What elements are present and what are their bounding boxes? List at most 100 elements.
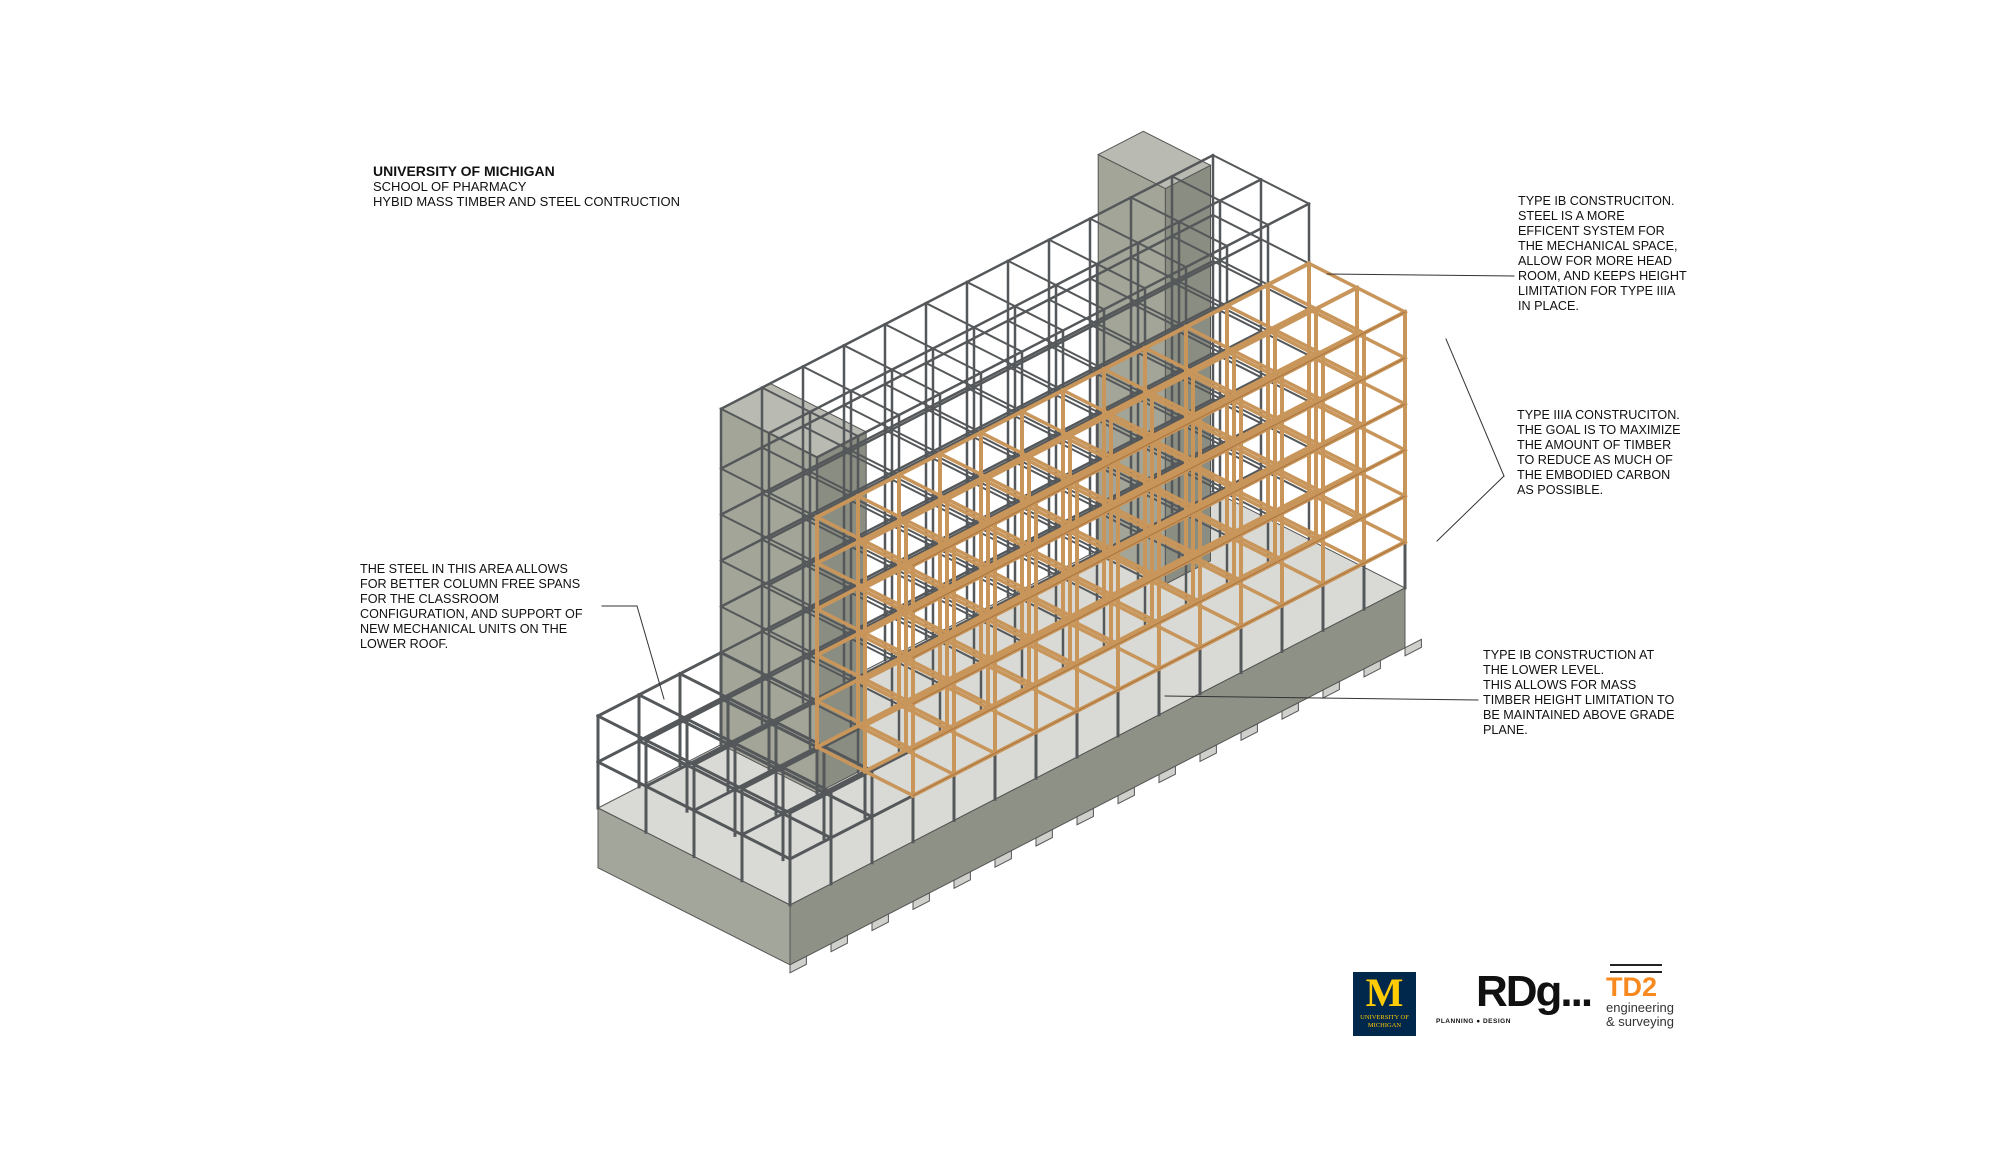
timber-beam [1306,491,1408,545]
steel-beam [924,301,1024,353]
steel-beam [595,696,724,765]
timber-beam [855,585,957,639]
umich-block-m: M [1365,972,1404,1015]
timber-beam [855,493,957,547]
steel-beam [1006,319,1106,371]
title-subject: HYBID MASS TIMBER AND STEEL CONTRUCTION [373,194,680,209]
steel-beam [1129,301,1229,354]
timber-beam [1019,639,1121,693]
timber-beam [814,606,916,660]
timber-beam [896,702,998,756]
steel-beam [739,723,868,791]
td2-line1: engineering [1606,1000,1674,1015]
steel-beam [1006,365,1106,417]
timber-beam [1224,303,1326,357]
timber-beam [1142,345,1244,399]
drawing-title-block: UNIVERSITY OF MICHIGAN SCHOOL OF PHARMAC… [373,164,680,210]
timber-beam [1265,328,1367,382]
steel-beam [760,386,860,438]
stair-core-east-top [1097,130,1212,190]
timber-beam [814,560,916,614]
timber-beam [1224,349,1326,403]
timber-beam-edge [912,495,1406,751]
steel-beam [719,559,819,611]
timber-beam [1183,416,1285,470]
timber-beam [896,564,998,618]
steel-beam [842,344,942,396]
steel-beam [801,365,901,417]
footing [789,955,807,974]
steel-beam [1129,196,1229,248]
timber-beam [1142,529,1244,583]
steel-beam [883,382,983,434]
timber-beam [937,589,1039,643]
steel-beam [691,699,820,767]
steel-beam [1170,280,1270,332]
timber-beam [896,656,998,710]
timber-beam [937,635,1039,689]
timber-beam [1183,508,1285,562]
timber-beam [1265,282,1367,336]
steel-beam [760,676,860,728]
leader-steel-classroom-diag [636,605,665,700]
timber-beam [937,451,1039,505]
steel-beam [643,720,772,789]
footing [1404,638,1422,657]
timber-beam-edge [912,357,1406,613]
timber-beam-edge [912,541,1406,797]
timber-beam [1306,307,1408,361]
steel-beam [760,538,860,590]
td2-bars [1610,964,1662,973]
timber-beam [896,472,998,526]
timber-beam [1183,554,1285,608]
timber-beam [1265,512,1367,566]
timber-beam [1019,547,1121,601]
footing [1158,765,1176,784]
timber-beam [896,518,998,572]
base-wall-left [597,807,791,966]
timber-beam [1101,366,1203,421]
timber-beam [1142,483,1244,537]
timber-beam [814,698,916,752]
timber-beam [1265,466,1367,520]
footing [871,913,889,932]
timber-beam [1306,445,1408,499]
timber-beam [1019,409,1121,463]
umich-wordmark: UNIVERSITY OF MICHIGAN [1360,1014,1409,1029]
timber-beam [1183,324,1285,378]
timber-beam [1101,458,1203,513]
steel-beam [636,738,834,840]
td2-line2: & surveying [1606,1014,1674,1029]
timber-beam-edge [912,403,1406,659]
leader-steel-mechanical [1326,273,1515,277]
steel-beam [691,745,820,813]
td2-logo: TD2 engineering & surveying [1606,964,1686,1029]
note-timber: TYPE IIIA CONSTRUCITON. THE GOAL IS TO M… [1517,408,1681,497]
steel-beam [1211,259,1311,311]
steel-beam [965,386,1065,438]
footing [1199,744,1217,763]
timber-beam [1183,462,1285,516]
steel-beam [1170,174,1270,227]
steel-beam [787,793,916,862]
footing [1076,807,1094,826]
steel-beam [643,674,772,743]
footing [830,934,848,953]
steel-beam [842,449,942,502]
steel-beam [1047,238,1147,290]
steel-beam [801,470,901,523]
rdg-logo: RDg... PLANNING ● DESIGN [1436,970,1596,1036]
note-lower-level: TYPE IB CONSTRUCTION AT THE LOWER LEVEL.… [1483,648,1675,737]
timber-beam [937,681,1039,735]
steel-beam [739,769,868,837]
timber-beam [1060,571,1162,626]
steel-beam [1129,255,1229,308]
timber-beam [1306,399,1408,453]
steel-beam [719,513,819,565]
timber-beam [1142,575,1244,629]
steel-beam [1088,323,1188,375]
steel-beam [883,428,983,480]
timber-beam [1060,479,1162,534]
steel-beam [636,692,834,794]
